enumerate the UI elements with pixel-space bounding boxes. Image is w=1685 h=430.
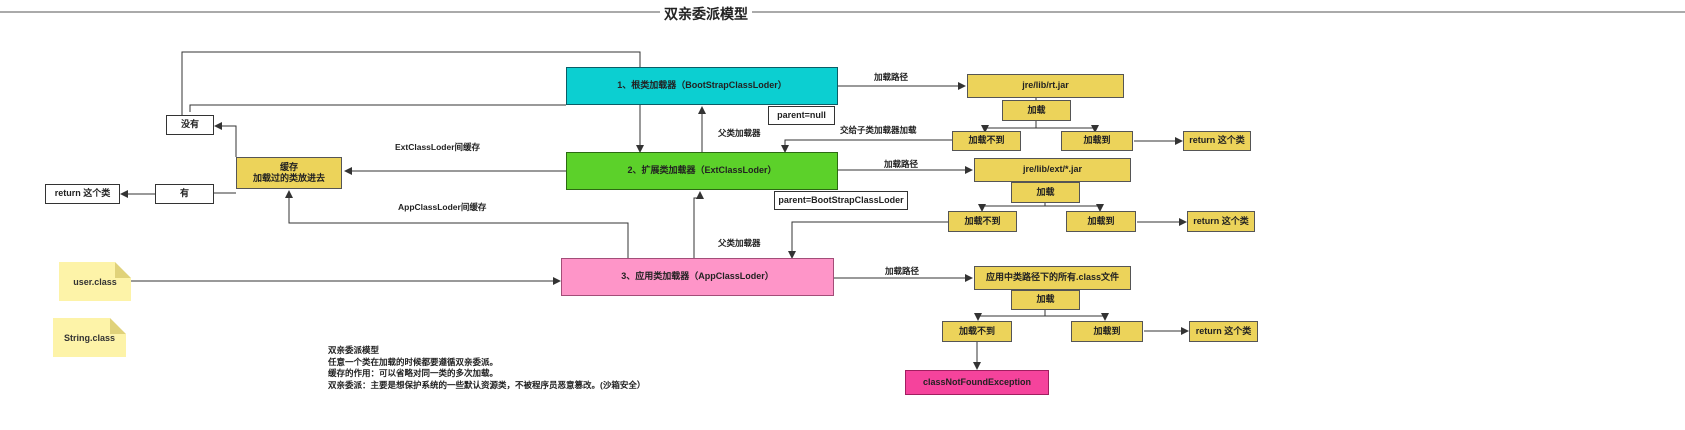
user-class-note: user.class bbox=[59, 262, 131, 301]
load-fail-box-1: 加载不到 bbox=[952, 131, 1021, 151]
load-fail-box-2: 加载不到 bbox=[948, 211, 1017, 232]
ext-loader-box: 2、扩展类加载器（ExtClassLoder） bbox=[566, 152, 838, 190]
hand-to-child-label: 交给子类加载器加载 bbox=[840, 125, 917, 135]
load-path-label-3: 加载路径 bbox=[885, 266, 920, 276]
description-line-2: 任意一个类在加载的时候都要遵循双亲委派。 bbox=[328, 356, 499, 367]
app-loader-box: 3、应用类加载器（AppClassLoder） bbox=[561, 258, 834, 296]
ext-jar-box: jre/lib/ext/*.jar bbox=[974, 158, 1131, 182]
load-box-1: 加载 bbox=[1002, 100, 1071, 121]
return-class-1: return 这个类 bbox=[1183, 131, 1251, 151]
user-class-label: user.class bbox=[73, 276, 117, 287]
load-box-2: 加载 bbox=[1011, 182, 1080, 203]
parent-loader-label-1: 父类加载器 bbox=[718, 128, 761, 138]
meiyou-box: 没有 bbox=[166, 115, 214, 135]
ext-cache-label: ExtClassLoder间缓存 bbox=[395, 142, 481, 152]
page-title: 双亲委派模型 bbox=[660, 4, 752, 24]
string-class-note: String.class bbox=[53, 318, 126, 357]
parent-null-box: parent=null bbox=[768, 106, 835, 125]
bootstrap-loader-box: 1、根类加载器（BootStrapClassLoder） bbox=[566, 67, 838, 105]
cache-line-2: 加载过的类放进去 bbox=[252, 173, 325, 183]
parent-bootstrap-box: parent=BootStrapClassLoder bbox=[774, 191, 908, 210]
load-ok-box-3: 加载到 bbox=[1071, 321, 1143, 342]
note-fold-icon bbox=[115, 262, 131, 278]
you-box: 有 bbox=[155, 184, 214, 204]
description-block: 双亲委派模型 任意一个类在加载的时候都要遵循双亲委派。 缓存的作用：可以省略对同… bbox=[328, 345, 645, 391]
string-class-label: String.class bbox=[63, 332, 116, 343]
class-not-found-box: classNotFoundException bbox=[905, 370, 1049, 395]
description-line-1: 双亲委派模型 bbox=[328, 345, 380, 355]
parent-loader-label-2: 父类加载器 bbox=[718, 238, 761, 248]
return-class-2: return 这个类 bbox=[1187, 211, 1255, 232]
cache-line-1: 缓存 bbox=[279, 161, 298, 172]
app-cache-label: AppClassLoder间缓存 bbox=[398, 202, 487, 212]
return-class-left: return 这个类 bbox=[45, 184, 120, 204]
return-class-3: return 这个类 bbox=[1189, 321, 1258, 342]
load-ok-box-1: 加载到 bbox=[1061, 131, 1133, 151]
note-fold-icon bbox=[110, 318, 126, 334]
load-path-label-1: 加载路径 bbox=[874, 72, 909, 82]
load-fail-box-3: 加载不到 bbox=[942, 321, 1012, 342]
description-line-3: 缓存的作用：可以省略对同一类的多次加载。 bbox=[328, 368, 499, 378]
load-path-label-2: 加载路径 bbox=[884, 159, 919, 169]
load-ok-box-2: 加载到 bbox=[1066, 211, 1136, 232]
app-path-box: 应用中类路径下的所有.class文件 bbox=[974, 266, 1131, 290]
description-line-4: 双亲委派：主要是想保护系统的一些默认资源类，不被程序员恶意篡改。(沙箱安全） bbox=[328, 379, 646, 390]
load-box-3: 加载 bbox=[1011, 290, 1080, 310]
rt-jar-box: jre/lib/rt.jar bbox=[967, 74, 1124, 98]
cache-box: 缓存 加载过的类放进去 bbox=[236, 157, 342, 189]
